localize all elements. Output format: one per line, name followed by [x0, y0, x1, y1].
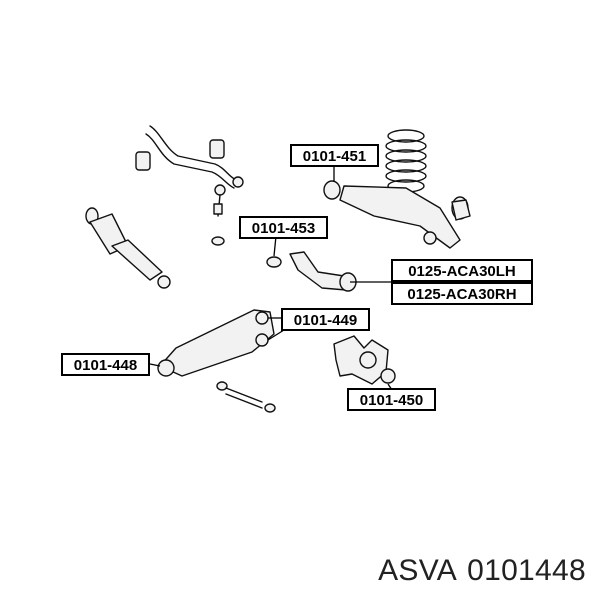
- label-0125-aca30rh-text: 0125-ACA30RH: [407, 286, 516, 303]
- label-0101-448-text: 0101-448: [74, 357, 137, 374]
- label-0125-aca30lh: 0125-ACA30LH: [391, 259, 533, 282]
- label-0101-453-text: 0101-453: [252, 220, 315, 237]
- lateral-link-drawing: [266, 251, 357, 292]
- coil-spring-drawing: [385, 129, 427, 193]
- part-caption: ASVA 0101448: [378, 554, 586, 588]
- label-0101-451-text: 0101-451: [303, 148, 366, 165]
- brand-name: ASVA: [378, 554, 458, 587]
- label-0101-451: 0101-451: [290, 144, 379, 167]
- stabilizer-link-drawing: [211, 184, 226, 246]
- label-0101-449: 0101-449: [281, 308, 370, 331]
- part-number: 0101448: [467, 554, 586, 587]
- upper-arm-drawing: [323, 180, 469, 249]
- label-0125-aca30lh-text: 0125-ACA30LH: [408, 263, 516, 280]
- shock-absorber-drawing: [85, 207, 171, 289]
- label-0101-448: 0101-448: [61, 353, 150, 376]
- knuckle-drawing: [333, 335, 396, 385]
- bushing-drawing: [451, 199, 471, 221]
- label-0101-450: 0101-450: [347, 388, 436, 411]
- label-0101-450-text: 0101-450: [360, 392, 423, 409]
- label-0101-449-text: 0101-449: [294, 312, 357, 329]
- toe-link-drawing: [216, 381, 276, 413]
- stabilizer-bar-drawing: [135, 125, 244, 189]
- label-0125-aca30rh: 0125-ACA30RH: [391, 282, 533, 305]
- lower-arm-drawing: [157, 309, 275, 377]
- label-0101-453: 0101-453: [239, 216, 328, 239]
